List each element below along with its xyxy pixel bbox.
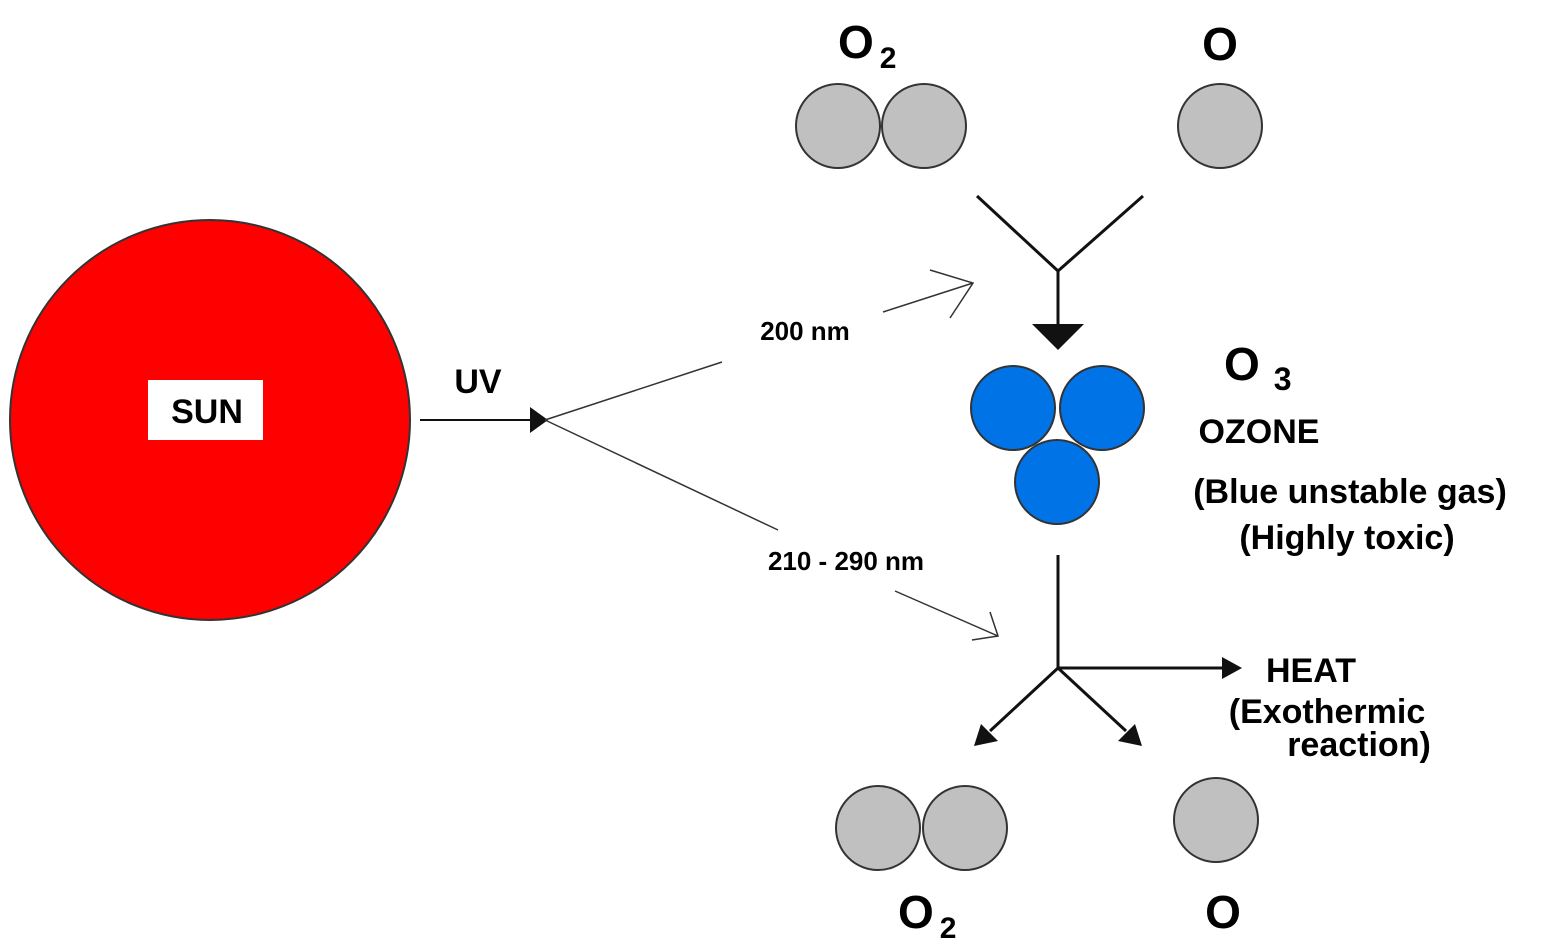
uv-label: UV	[454, 363, 502, 401]
wavelength-lower-label: 210 - 290 nm	[768, 546, 924, 576]
bottom-o2-atom-left	[835, 785, 921, 871]
ozone-name: OZONE	[1199, 413, 1320, 451]
heat-description-line2: reaction)	[1287, 726, 1431, 764]
combine-arrowhead	[1032, 324, 1084, 350]
bottom-o-atom	[1173, 777, 1259, 863]
sun-label-box	[148, 380, 263, 440]
upper-branch-arrowhead	[929, 269, 975, 319]
decompose-line-left	[988, 666, 1060, 733]
ozone-description-line2: (Highly toxic)	[1239, 519, 1454, 557]
heat-description-line1: (Exothermic	[1229, 693, 1426, 731]
heat-label: HEAT	[1266, 652, 1356, 690]
combine-line-right	[1057, 194, 1144, 273]
ozone-atom-right	[1059, 365, 1145, 451]
decompose-arrowhead-left	[974, 724, 998, 746]
upper-branch-line-a	[544, 361, 723, 421]
decompose-line-right	[1056, 666, 1128, 733]
top-o2-atom-right	[881, 83, 967, 169]
top-o-atom	[1177, 83, 1263, 169]
decompose-arrowhead-right	[1118, 724, 1142, 746]
lower-branch-line-b	[894, 590, 999, 637]
lower-branch-arrowhead	[971, 611, 999, 641]
combine-line-left	[975, 194, 1060, 273]
ozone-description-line1: (Blue unstable gas)	[1193, 473, 1507, 511]
upper-branch-line-b	[882, 282, 974, 313]
bottom-o-label: O	[1205, 886, 1241, 938]
heat-arrowhead	[1222, 657, 1242, 679]
top-o2-atom-left	[795, 83, 881, 169]
sun-label: SUN	[171, 393, 243, 431]
bottom-o2-atom-right	[922, 785, 1008, 871]
ozone-atom-bottom	[1014, 439, 1100, 525]
ozone-atom-left	[970, 365, 1056, 451]
wavelength-upper-label: 200 nm	[760, 316, 850, 346]
uv-arrowhead	[530, 407, 548, 433]
top-o-label: O	[1202, 18, 1238, 70]
lower-branch-line-a	[544, 419, 779, 531]
